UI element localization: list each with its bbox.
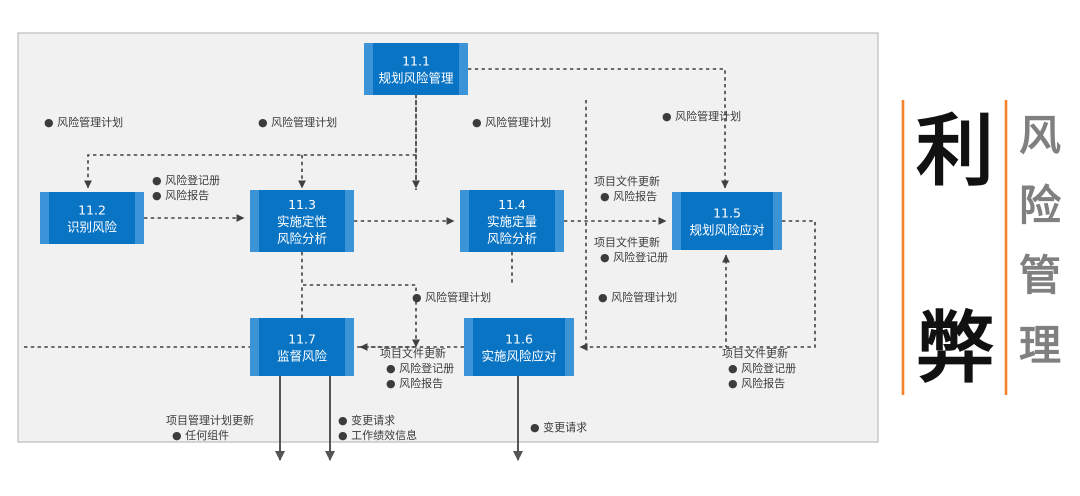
annotation-header: 项目文件更新	[722, 346, 788, 360]
annotation-top-1: ● 风险管理计划	[44, 115, 123, 129]
annotation-bullet: ● 风险管理计划	[472, 115, 551, 129]
box-number: 11.5	[713, 206, 741, 221]
annotation-bullet: ● 风险登记册	[600, 250, 668, 264]
annotation-bullet: ● 变更请求	[530, 420, 587, 434]
conn-11-3-down	[301, 252, 420, 348]
annotation-bullet: ● 风险管理计划	[258, 115, 337, 129]
title-panel: 利 弊 风险管理	[901, 100, 1062, 395]
box-number: 11.1	[402, 54, 430, 69]
box-label-line: 风险分析	[487, 231, 537, 246]
process-box-11-6[interactable]: 11.6 实施风险应对	[464, 318, 574, 376]
box-label-line: 风险分析	[277, 231, 327, 246]
side-label-char: 风	[1019, 111, 1061, 160]
process-box-11-2[interactable]: 11.2 识别风险	[40, 192, 144, 244]
side-label-char: 险	[1019, 181, 1062, 230]
title-big-char-2: 弊	[916, 304, 994, 394]
annotation-out-11-7-b: ● 变更请求● 工作绩效信息	[338, 413, 417, 442]
annotation-bullet: ● 风险管理计划	[44, 115, 123, 129]
box-fill	[259, 318, 345, 376]
conn-11-5-return	[579, 220, 816, 351]
box-fill	[469, 190, 555, 252]
annotation-header: 项目文件更新	[594, 174, 660, 188]
box-number: 11.6	[505, 332, 533, 347]
box-number: 11.3	[288, 197, 316, 212]
annotation-bullet: ● 风险报告	[728, 376, 785, 390]
annotation-header: 项目文件更新	[380, 346, 446, 360]
output-arrow-group	[275, 376, 523, 461]
title-side-label: 风险管理	[1019, 111, 1062, 370]
annotation-bullet: ● 风险管理计划	[662, 109, 741, 123]
annotation-bullet: ● 任何组件	[172, 428, 229, 442]
side-label-char: 理	[1019, 321, 1061, 370]
box-fill	[681, 192, 773, 250]
box-fill	[259, 190, 345, 252]
box-number: 11.4	[498, 197, 526, 212]
side-label-char: 管	[1019, 251, 1061, 300]
box-label-line: 规划风险应对	[689, 223, 764, 238]
process-box-11-7[interactable]: 11.7 监督风险	[250, 318, 354, 376]
annotation-bullet: ● 变更请求	[338, 413, 395, 427]
box-label-line: 实施定量	[487, 214, 537, 229]
box-label-line: 规划风险管理	[378, 71, 454, 86]
annotation-bullet: ● 风险报告	[386, 376, 443, 390]
annotation-header: 项目管理计划更新	[166, 413, 254, 427]
annotation-top-4: ● 风险管理计划	[662, 109, 741, 123]
annotation-reg-11-2-out: ● 风险登记册● 风险报告	[152, 173, 220, 202]
annotation-to-11-5-lower: 项目文件更新● 风险登记册	[594, 235, 668, 264]
annotation-top-2: ● 风险管理计划	[258, 115, 337, 129]
box-label-line: 实施定性	[277, 214, 327, 229]
box-label-line: 监督风险	[277, 349, 328, 364]
annotation-mid-11-6-right: ● 风险管理计划	[598, 290, 677, 304]
conn-11-1-to-11-5	[468, 68, 729, 189]
process-box-11-1[interactable]: 11.1 规划风险管理	[364, 43, 468, 95]
annotation-header: 项目文件更新	[594, 235, 660, 249]
label-layer: ● 风险管理计划● 风险管理计划● 风险管理计划● 风险管理计划● 风险登记册●…	[44, 109, 796, 442]
annotation-bullet: ● 风险管理计划	[412, 290, 491, 304]
annotation-out-11-7-a: 项目管理计划更新● 任何组件	[166, 413, 254, 442]
annotation-bullet: ● 风险登记册	[386, 361, 454, 375]
box-fill	[373, 43, 459, 95]
annotation-to-11-5-upper: 项目文件更新● 风险报告	[594, 174, 660, 203]
annotation-bullet: ● 风险登记册	[728, 361, 796, 375]
annotation-out-right-bottom: 项目文件更新● 风险登记册● 风险报告	[722, 346, 796, 390]
annotation-out-11-6-bottom: ● 变更请求	[530, 420, 587, 434]
annotation-bullet: ● 风险报告	[152, 188, 209, 202]
annotation-out-11-6-left: 项目文件更新● 风险登记册● 风险报告	[380, 346, 454, 390]
annotation-bullet: ● 工作绩效信息	[338, 428, 417, 442]
box-label-line: 实施风险应对	[481, 349, 556, 364]
box-number: 11.2	[78, 203, 106, 218]
annotation-mid-11-6-left: ● 风险管理计划	[412, 290, 491, 304]
process-box-11-5[interactable]: 11.5 规划风险应对	[672, 192, 782, 250]
annotation-top-3: ● 风险管理计划	[472, 115, 551, 129]
box-fill	[473, 318, 565, 376]
box-label-line: 识别风险	[67, 220, 118, 235]
annotation-bullet: ● 风险登记册	[152, 173, 220, 187]
box-fill	[49, 192, 135, 244]
conn-bus-top	[84, 154, 416, 189]
annotation-bullet: ● 风险报告	[600, 189, 657, 203]
box-number: 11.7	[288, 332, 316, 347]
annotation-bullet: ● 风险管理计划	[598, 290, 677, 304]
title-big-char-1: 利	[916, 107, 994, 197]
